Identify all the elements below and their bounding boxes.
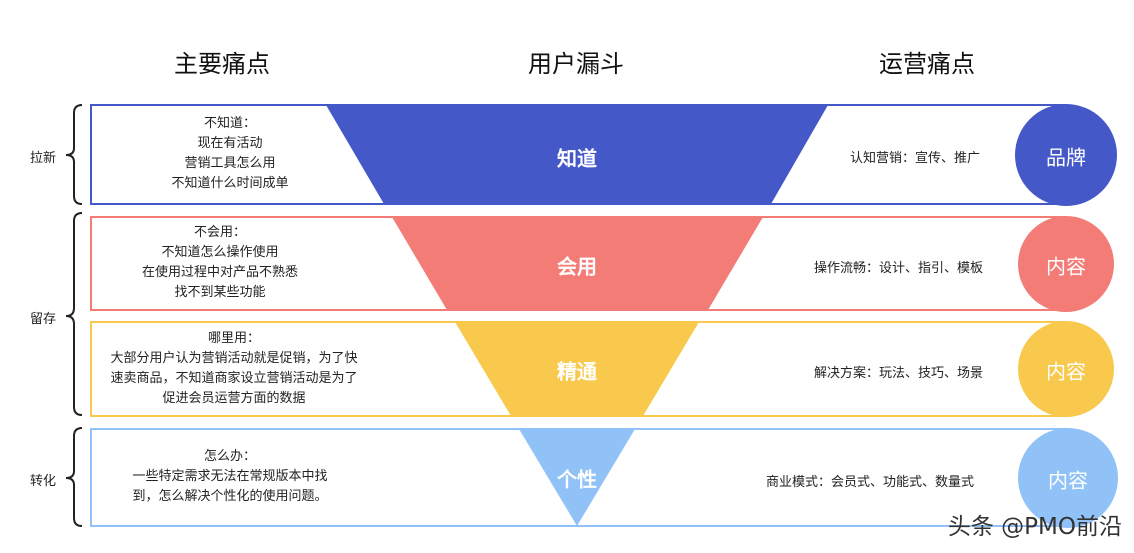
watermark: 头条 @PMO前沿 [947,514,1122,540]
pain-line: 一些特定需求无法在常规版本中找 [132,469,328,484]
bracket-retain [65,212,83,416]
pain-line: 不知道什么时间成单 [171,176,289,191]
ops-text-know: 认知营销：宣传、推广 [849,151,980,166]
main-pain-header: 主要痛点 [174,50,270,78]
funnel-segment-know [326,105,828,204]
pain-line: 在使用过程中对产品不熟悉 [141,265,298,280]
stage-label-convert: 转化 [30,474,57,489]
pain-line: 找不到某些功能 [174,285,266,300]
pain-title: 不知道： [203,116,256,131]
ops-pain-header: 运营痛点 [879,50,975,78]
pain-line: 速卖商品，不知道商家设立营销活动是为了 [110,371,358,386]
bracket-acquire [65,104,83,205]
pain-text-use: 不会用： 不知道怎么操作使用 在使用过程中对产品不熟悉 找不到某些功能 [100,223,340,303]
user-funnel-header: 用户漏斗 [528,50,624,78]
funnel-label-know: 知道 [557,146,597,171]
funnel-label-master: 精通 [557,359,597,384]
pain-line: 促进会员运营方面的数据 [162,391,306,406]
funnel-segment-use [392,217,763,310]
circle-label-content-2: 内容 [1046,359,1086,384]
pain-text-master: 哪里用： 大部分用户认为营销活动就是促销，为了快 速卖商品，不知道商家设立营销活… [94,329,374,409]
pain-text-personal: 怎么办： 一些特定需求无法在常规版本中找 到，怎么解决个性化的使用问题。 [100,447,360,507]
pain-title: 不会用： [193,225,246,240]
pain-text-know: 不知道： 现在有活动 营销工具怎么用 不知道什么时间成单 [110,114,350,194]
stage-label-acquire: 拉新 [30,151,57,166]
circle-content-2 [1018,321,1114,417]
pain-line: 大部分用户认为营销活动就是促销，为了快 [110,351,358,366]
pain-line: 营销工具怎么用 [184,156,276,171]
circle-brand [1015,104,1117,206]
circle-label-content-1: 内容 [1046,254,1086,279]
funnel-label-personal: 个性 [557,467,597,492]
pain-title: 哪里用： [207,331,260,346]
circle-content-3 [1018,428,1118,528]
funnel-label-use: 会用 [557,254,597,279]
funnel-segment-master [455,322,699,416]
pain-line: 不知道怎么操作使用 [161,245,279,260]
funnel-segment-personal [519,429,635,526]
ops-text-personal: 商业模式：会员式、功能式、数量式 [765,475,974,490]
pain-line: 现在有活动 [197,136,263,151]
stage-label-retain: 留存 [30,312,57,327]
bracket-convert [65,427,83,527]
pain-line: 到，怎么解决个性化的使用问题。 [132,489,328,504]
ops-text-use: 操作流畅：设计、指引、模板 [813,261,983,276]
pain-title: 怎么办： [203,449,256,464]
ops-text-master: 解决方案：玩法、技巧、场景 [813,366,983,381]
circle-label-brand: 品牌 [1046,145,1086,170]
circle-content-1 [1018,216,1114,312]
circle-label-content-3: 内容 [1048,468,1088,493]
